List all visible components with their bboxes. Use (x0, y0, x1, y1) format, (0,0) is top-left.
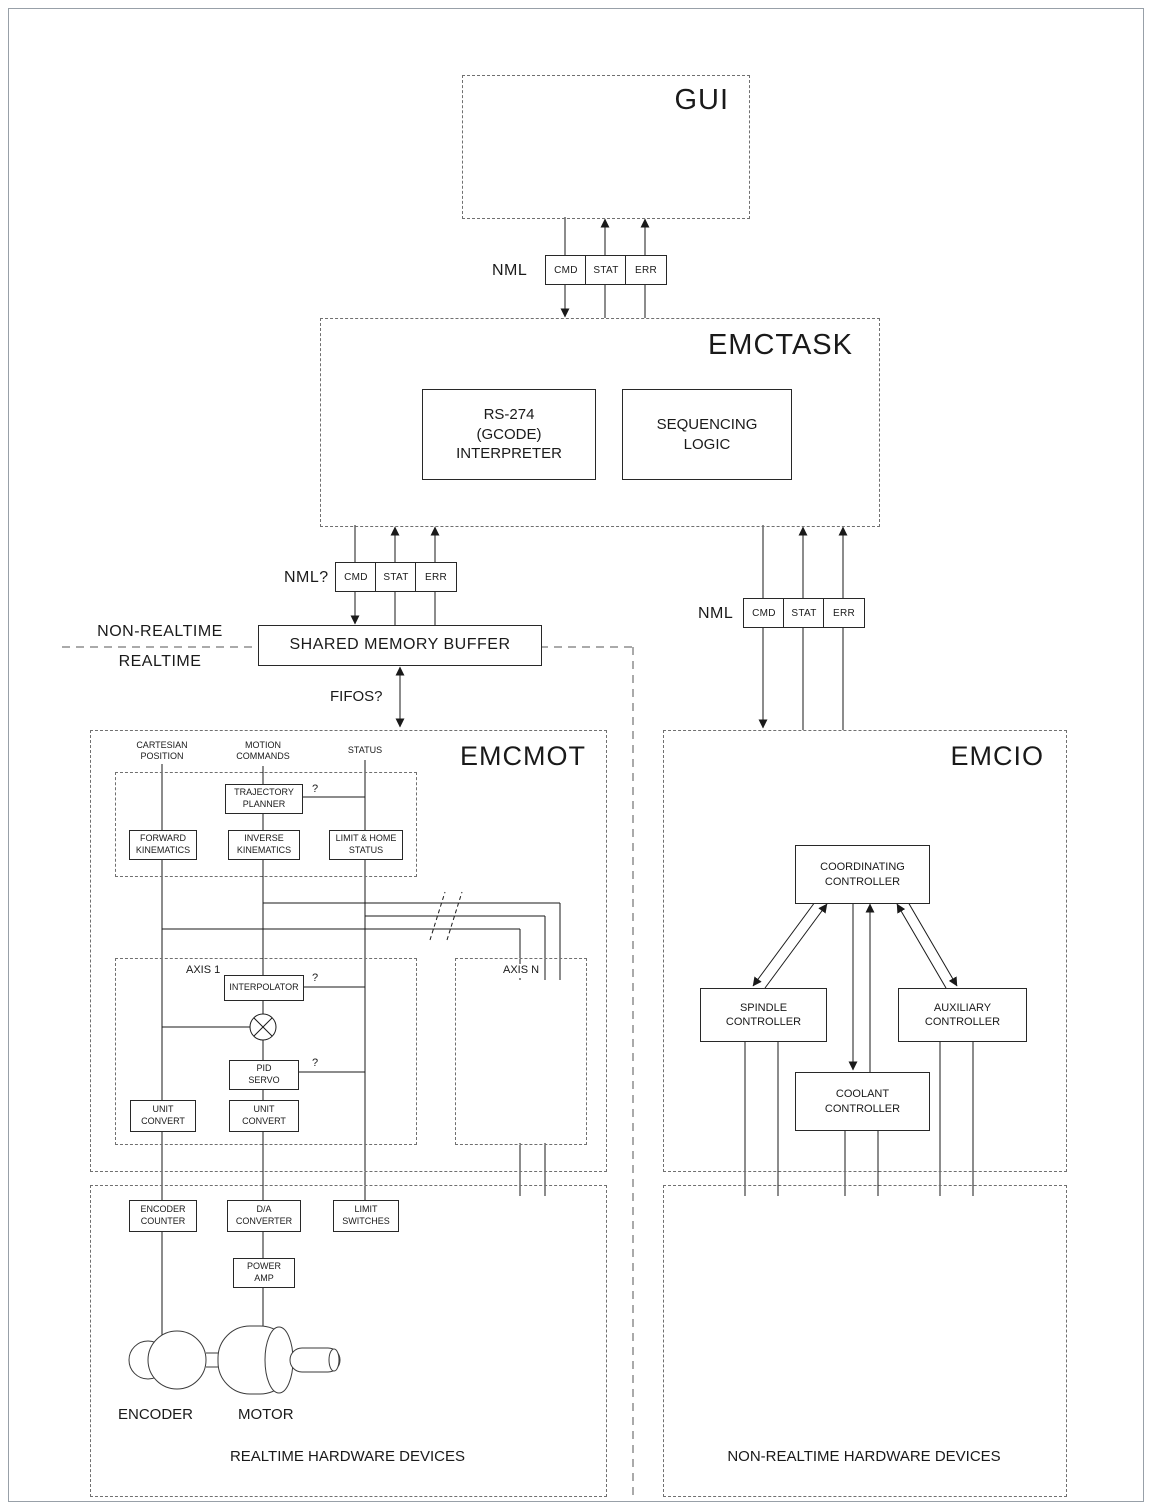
question-mark-pid: ? (312, 1057, 319, 1069)
summing-junction-icon (249, 1013, 277, 1041)
stat-box-right: STAT (783, 598, 825, 628)
non-realtime-hardware-title: NON-REALTIME HARDWARE DEVICES (727, 1448, 1001, 1465)
axis-n-box (455, 958, 587, 1145)
realtime-hardware-title: REALTIME HARDWARE DEVICES (229, 1448, 466, 1465)
pid-servo-box: PID SERVO (229, 1060, 299, 1090)
axis-bus-lines (162, 891, 561, 1196)
axis-1-label: AXIS 1 (183, 964, 224, 978)
cmd-box-left: CMD (335, 562, 377, 592)
coordinating-controller-box: COORDINATING CONTROLLER (795, 845, 930, 904)
question-mark-trajectory: ? (312, 783, 319, 795)
limit-switches-box: LIMIT SWITCHES (333, 1200, 399, 1232)
cmd-box-top: CMD (545, 255, 587, 285)
da-converter-box: D/A CONVERTER (227, 1200, 301, 1232)
emcmot-signal-lines (161, 760, 366, 1340)
auxiliary-controller-box: AUXILIARY CONTROLLER (898, 988, 1027, 1042)
emcio-title: EMCIO (950, 741, 1044, 771)
sequencing-logic-box: SEQUENCING LOGIC (622, 389, 792, 480)
shared-memory-buffer-box: SHARED MEMORY BUFFER (258, 625, 542, 666)
gcode-interpreter-box: RS-274 (GCODE) INTERPRETER (422, 389, 596, 480)
nml-label-right: NML (698, 605, 734, 622)
spindle-controller-box: SPINDLE CONTROLLER (700, 988, 827, 1042)
status-label: STATUS (347, 745, 383, 755)
stat-box-top: STAT (585, 255, 627, 285)
fifos-label: FIFOS? (330, 688, 383, 705)
hardware-output-lines (744, 1040, 974, 1196)
non-realtime-label: NON-REALTIME (97, 623, 223, 640)
nml-label-left: NML? (284, 569, 329, 586)
nml-emctask-emcio-lines (758, 525, 848, 730)
realtime-label: REALTIME (118, 653, 202, 670)
cartesian-position-label: CARTESIAN POSITION (136, 740, 188, 762)
err-box-left: ERR (415, 562, 457, 592)
err-box-right: ERR (823, 598, 865, 628)
nml-label-top: NML (492, 262, 528, 279)
forward-kinematics-box: FORWARD KINEMATICS (129, 830, 197, 860)
emctask-box: EMCTASK (320, 318, 880, 527)
realtime-hardware-box (90, 1185, 607, 1497)
motor-drawing (217, 1325, 341, 1395)
err-box-top: ERR (625, 255, 667, 285)
coolant-controller-box: COOLANT CONTROLLER (795, 1072, 930, 1131)
kinematics-group-box (115, 772, 417, 877)
question-mark-interpolator: ? (312, 972, 319, 984)
realtime-divider (62, 646, 634, 1496)
gui-title: GUI (674, 84, 729, 116)
axis-1-box (115, 958, 417, 1145)
nml-gui-emctask-lines (560, 217, 650, 318)
emctask-title: EMCTASK (707, 329, 853, 361)
limit-home-status-box: LIMIT & HOME STATUS (329, 830, 403, 860)
encoder-label: ENCODER (118, 1406, 194, 1423)
inverse-kinematics-box: INVERSE KINEMATICS (228, 830, 300, 860)
emcmot-box: EMCMOT (90, 730, 607, 1172)
non-realtime-hardware-box (663, 1185, 1067, 1497)
encoder-counter-box: ENCODER COUNTER (129, 1200, 197, 1232)
trajectory-planner-box: TRAJECTORY PLANNER (225, 784, 303, 814)
nml-emctask-buffer-lines (350, 525, 440, 625)
power-amp-box: POWER AMP (233, 1258, 295, 1288)
unit-convert-box-command: UNIT CONVERT (229, 1100, 299, 1132)
emcio-box: EMCIO (663, 730, 1067, 1172)
motion-commands-label: MOTION COMMANDS (236, 740, 290, 762)
unit-convert-box-position: UNIT CONVERT (130, 1100, 196, 1132)
encoder-drawing (128, 1330, 220, 1390)
emcmot-title: EMCMOT (460, 741, 586, 771)
gui-box: GUI (462, 75, 750, 219)
cmd-box-right: CMD (743, 598, 785, 628)
stat-box-left: STAT (375, 562, 417, 592)
axis-n-label: AXIS N (500, 964, 543, 978)
emcio-control-arrows (752, 901, 958, 1072)
interpolator-box: INTERPOLATOR (224, 975, 304, 1001)
motor-label: MOTOR (238, 1406, 294, 1423)
